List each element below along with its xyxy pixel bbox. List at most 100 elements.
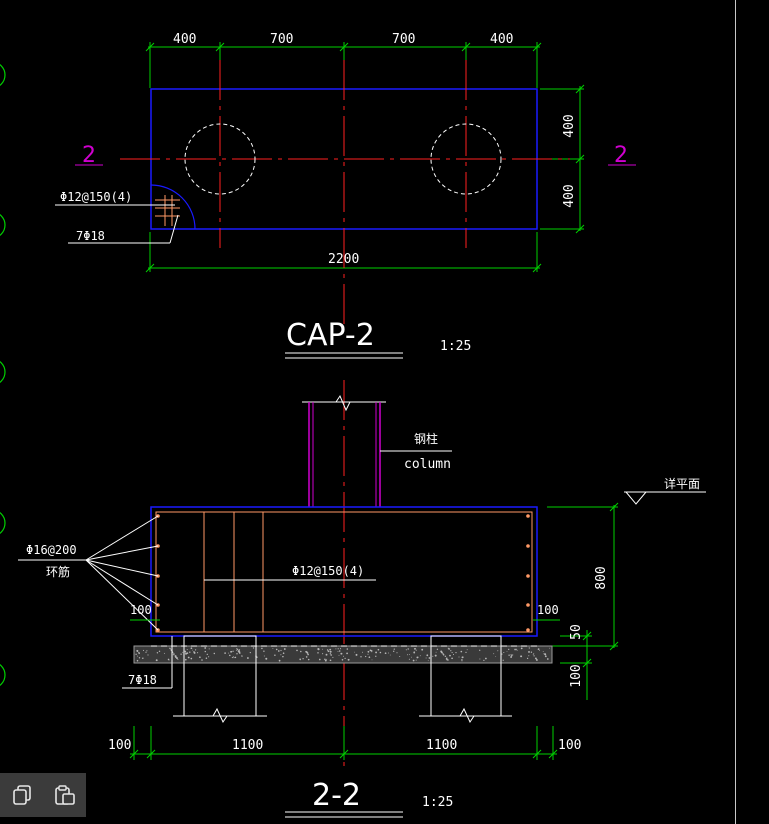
concrete-speckle — [461, 660, 463, 662]
concrete-speckle — [317, 652, 319, 654]
steel-column — [302, 394, 452, 507]
concrete-speckle — [141, 657, 143, 659]
concrete-speckle — [335, 648, 337, 650]
plan-title: CAP-2 — [286, 318, 375, 353]
concrete-speckle — [436, 648, 439, 650]
concrete-speckle — [532, 654, 534, 656]
concrete-speckle — [137, 655, 138, 657]
concrete-speckle — [305, 656, 308, 658]
concrete-speckle — [278, 659, 281, 662]
concrete-speckle — [204, 647, 207, 649]
concrete-speckle — [318, 658, 321, 661]
concrete-speckle — [514, 648, 516, 651]
concrete-speckle — [440, 651, 443, 654]
section-dim-100-right: 100 — [558, 738, 581, 753]
plan-dim-400-upper: 400 — [562, 114, 577, 137]
concrete-speckle — [187, 656, 190, 659]
plan-dim-700-left: 700 — [270, 32, 293, 47]
concrete-speckle — [452, 653, 455, 655]
concrete-speckle — [520, 647, 523, 650]
concrete-speckle — [186, 652, 189, 654]
concrete-speckle — [204, 650, 206, 653]
concrete-speckle — [199, 656, 201, 659]
concrete-speckle — [208, 656, 210, 658]
section-bottom-dimension — [129, 726, 558, 760]
piles — [173, 635, 512, 724]
concrete-speckle — [393, 650, 395, 652]
plan-rebar-callout-1: Φ12@150(4) — [60, 190, 132, 204]
concrete-speckle — [329, 650, 332, 653]
concrete-speckle — [265, 657, 268, 660]
concrete-speckle — [277, 650, 280, 652]
concrete-speckle — [274, 654, 276, 656]
concrete-speckle — [246, 657, 249, 659]
plan-dim-400-left: 400 — [173, 32, 196, 47]
concrete-speckle — [135, 653, 137, 655]
paste-button[interactable] — [50, 780, 80, 810]
concrete-speckle — [365, 655, 367, 658]
concrete-speckle — [425, 657, 427, 659]
concrete-speckle — [354, 651, 355, 653]
concrete-speckle — [176, 657, 178, 660]
concrete-speckle — [408, 658, 410, 660]
bottom-rebar-leader — [122, 636, 173, 689]
concrete-speckle — [536, 659, 538, 661]
concrete-speckle — [136, 650, 139, 652]
edge-arcs — [0, 64, 6, 686]
copy-button[interactable] — [7, 780, 37, 810]
concrete-speckle — [180, 653, 182, 655]
concrete-speckle — [329, 648, 332, 651]
concrete-speckle — [446, 658, 449, 661]
concrete-speckle — [231, 657, 233, 659]
plan-rebar-callout-2: 7Φ18 — [76, 229, 105, 243]
concrete-speckle — [261, 647, 263, 650]
concrete-speckle — [272, 647, 274, 649]
concrete-speckle — [142, 649, 145, 651]
concrete-speckle — [413, 651, 416, 654]
concrete-speckle — [146, 650, 148, 652]
concrete-speckle — [533, 655, 535, 657]
viewport-right-border — [735, 0, 736, 824]
stirrup-leaders — [18, 515, 159, 631]
concrete-speckle — [428, 657, 431, 659]
concrete-speckle — [506, 650, 508, 652]
concrete-speckle — [375, 651, 378, 654]
concrete-speckle — [156, 652, 159, 654]
concrete-speckle — [236, 653, 238, 655]
concrete-speckle — [520, 655, 523, 658]
concrete-speckle — [427, 660, 429, 662]
concrete-speckle — [528, 647, 530, 649]
concrete-speckle — [450, 650, 452, 652]
concrete-speckle — [546, 658, 549, 660]
concrete-speckle — [280, 649, 282, 652]
concrete-speckle — [238, 649, 241, 651]
cover-left: 100 — [130, 603, 152, 617]
concrete-speckle — [526, 657, 529, 660]
concrete-speckle — [325, 653, 328, 656]
concrete-speckle — [461, 659, 463, 661]
concrete-speckle — [516, 649, 518, 651]
concrete-speckle — [369, 649, 372, 652]
concrete-speckle — [256, 656, 258, 658]
concrete-speckle — [169, 648, 171, 650]
concrete-speckle — [299, 658, 302, 661]
plan-dim-400-lower: 400 — [562, 184, 577, 207]
concrete-speckle — [388, 652, 390, 654]
concrete-speckle — [189, 651, 191, 653]
concrete-speckle — [455, 651, 457, 654]
concrete-speckle — [396, 652, 398, 654]
concrete-speckle — [184, 651, 187, 653]
concrete-speckle — [175, 657, 176, 658]
concrete-speckle — [186, 648, 188, 651]
concrete-speckle — [393, 648, 395, 650]
concrete-speckle — [379, 651, 382, 654]
concrete-speckle — [190, 657, 193, 660]
concrete-speckle — [317, 648, 320, 650]
plan-dim-700-right: 700 — [392, 32, 415, 47]
concrete-speckle — [508, 648, 510, 651]
concrete-speckle — [182, 651, 184, 653]
concrete-speckle — [344, 657, 346, 660]
concrete-speckle — [497, 650, 499, 652]
section-dim-1100-left: 1100 — [232, 738, 263, 753]
concrete-speckle — [444, 655, 447, 658]
